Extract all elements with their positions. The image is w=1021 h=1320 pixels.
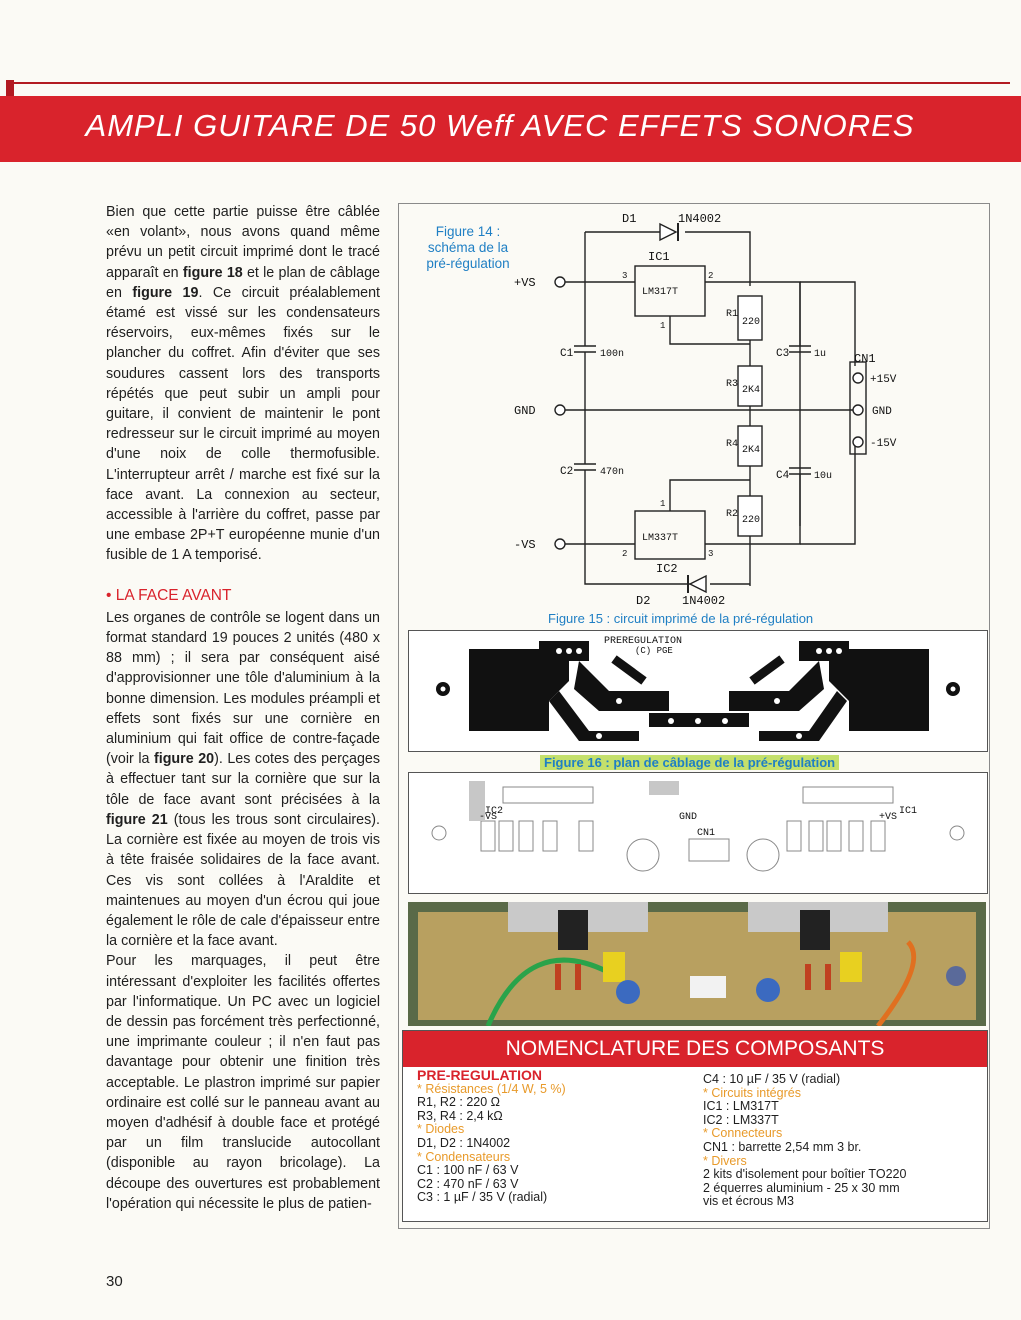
component-layout-figure: -VS GND +VS CN1 IC2 IC1 [408,772,988,894]
capacitor-c2: C2 : 470 nF / 63 V [417,1176,519,1191]
fig19-ref: figure 19 [132,284,199,301]
cn1-pin-gnd: GND [872,406,892,418]
r3-label: R3 [726,379,738,390]
d2-part: 1N4002 [682,594,725,608]
layout-gnd: GND [679,812,697,823]
nomenclature-section: PRE-REGULATION [417,1067,542,1083]
c2-value: 470n [600,467,624,478]
layout-ic2: IC2 [485,806,503,817]
circuits-heading: * Circuits intégrés [703,1085,801,1100]
capacitor-c4: C4 : 10 µF / 35 V (radial) [703,1072,841,1086]
ic2-entry: IC2 : LM337T [703,1112,779,1127]
ic1-part: LM317T [642,287,678,298]
vs-plus-label: +VS [514,276,536,290]
c3-value: 1u [814,349,826,360]
cn1-label: CN1 [854,352,876,366]
fig21-ref: figure 21 [106,811,168,828]
page-number: 30 [106,1273,123,1290]
ic2-pin2: 2 [622,549,627,559]
d2-symbol [688,574,707,594]
cn1-pin-15v: +15V [870,374,897,386]
pcb-label-2: (C) PGE [635,646,673,656]
diodes-heading: * Diodes [417,1122,465,1137]
cn1-pin-m15v: -15V [870,438,897,450]
schematic-diagram: D1 1N4002 IC1 LM317T 3 2 1 +VS GND -VS C… [514,212,897,608]
c1-label: C1 [560,348,574,360]
d1-label: D1 [622,212,636,226]
top-rule [10,82,1010,84]
condensateurs-heading: * Condensateurs [417,1149,511,1164]
paragraph-1: Bien que cette partie puisse être câblée… [106,204,380,564]
ic2-pin1: 1 [660,499,665,509]
fig20-ref: figure 20 [153,751,215,768]
c1-value: 100n [600,349,624,360]
diodes-d12: D1, D2 : 1N4002 [417,1135,511,1150]
r1-label: R1 [726,309,738,320]
capacitor-c1: C1 : 100 nF / 63 V [417,1163,519,1178]
fig16-caption-wrap: Figure 16 : plan de câblage de la pré-ré… [540,755,840,770]
c3-label: C3 [776,348,789,360]
section-heading: • LA FACE AVANT [106,586,232,604]
r2-value: 220 [742,515,760,526]
layout-cn1: CN1 [697,828,715,839]
resistor-r12: R1, R2 : 220 Ω [417,1095,500,1110]
r4-label: R4 [726,439,738,450]
gnd-label: GND [514,404,536,418]
divers-2: 2 équerres aluminium - 25 x 30 mm [703,1180,900,1195]
cn1-entry: CN1 : barrette 2,54 mm 3 br. [703,1139,862,1154]
resistor-r34: R3, R4 : 2,4 kΩ [417,1108,503,1123]
d2-label: D2 [636,594,650,608]
fig16-caption: Figure 16 : plan de câblage de la pré-ré… [540,755,840,770]
fig14-caption: Figure 14 : schéma de la pré-régulation [426,224,510,271]
layout-vs-minus: -VS [479,812,497,823]
vs-minus-label: -VS [514,538,536,552]
r1-value: 220 [742,317,760,328]
d1-part: 1N4002 [678,212,721,226]
fig15-caption: Figure 15 : circuit imprimé de la pré-ré… [548,611,814,626]
ic2-label: IC2 [656,562,678,576]
ic2-part: LM337T [642,533,678,544]
connecteurs-heading: * Connecteurs [703,1126,783,1141]
ic2-pin3: 3 [708,549,713,559]
r3-value: 2K4 [742,385,760,396]
nomenclature-box: NOMENCLATURE DES COMPOSANTS PRE-REGULATI… [402,1030,988,1222]
c4-value: 10u [814,471,832,482]
pcb-traces: PREREGULATION (C) PGE [436,636,960,741]
r2-label: R2 [726,509,738,520]
board-photo-drawing [408,902,986,1026]
ic1-pin2: 2 [708,271,713,281]
nomenclature-right-column: C4 : 10 µF / 35 V (radial) * Circuits in… [703,1072,983,1209]
divers-1: 2 kits d'isolement pour boîtier TO220 [703,1167,907,1182]
paragraph-2: Les organes de contrôle se logent dans u… [106,609,381,950]
pcb-copper-figure: PREREGULATION (C) PGE [408,630,988,752]
title-banner [0,96,1021,162]
figure-frame [398,203,990,1229]
ic1-entry: IC1 : LM317T [703,1099,779,1114]
ic1-pin3: 3 [622,271,627,281]
c2-label: C2 [560,466,573,478]
ic1-pin1: 1 [660,321,665,331]
layout-drawing: -VS GND +VS CN1 IC2 IC1 [431,781,965,872]
ic1-label: IC1 [648,250,670,264]
c4-label: C4 [776,470,790,482]
board-photo [408,902,986,1026]
paragraph-3: Pour les marquages, il peut être intéres… [106,953,380,1212]
resistances-heading: * Résistances (1/4 W, 5 %) [417,1081,566,1096]
divers-heading: * Divers [703,1153,747,1168]
capacitor-c3: C3 : 1 µF / 35 V (radial) [417,1190,548,1205]
nomenclature-left-column: PRE-REGULATION * Résistances (1/4 W, 5 %… [417,1067,697,1205]
nomenclature-title: NOMENCLATURE DES COMPOSANTS [403,1031,987,1067]
d1-symbol [659,222,678,242]
divers-3: vis et écrous M3 [703,1194,795,1209]
article-body: Bien que cette partie puisse être câblée… [106,202,380,1214]
r4-value: 2K4 [742,445,760,456]
fig18-ref: figure 18 [182,264,243,281]
pcb-label-1: PREREGULATION [604,636,682,647]
layout-vs-plus: +VS [879,812,897,823]
article-title: AMPLI GUITARE DE 50 Weff AVEC EFFETS SON… [85,108,915,143]
layout-ic1: IC1 [899,806,917,817]
